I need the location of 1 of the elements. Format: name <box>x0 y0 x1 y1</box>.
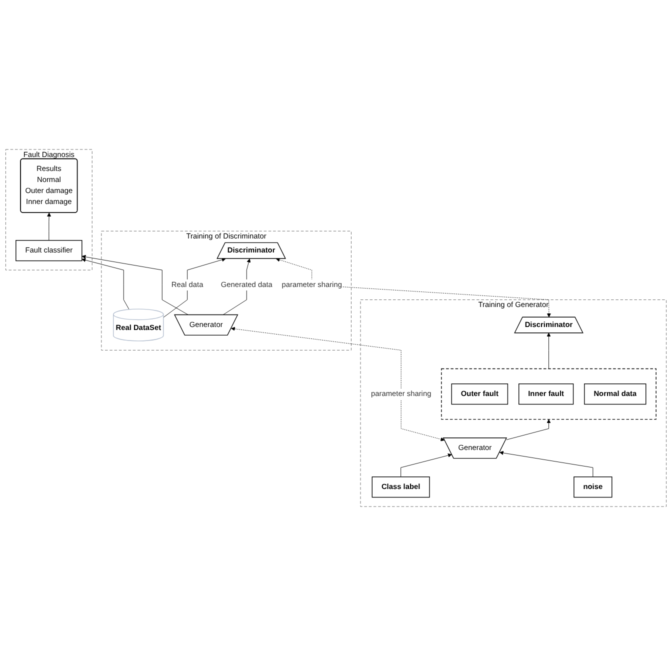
cluster <box>441 368 656 420</box>
